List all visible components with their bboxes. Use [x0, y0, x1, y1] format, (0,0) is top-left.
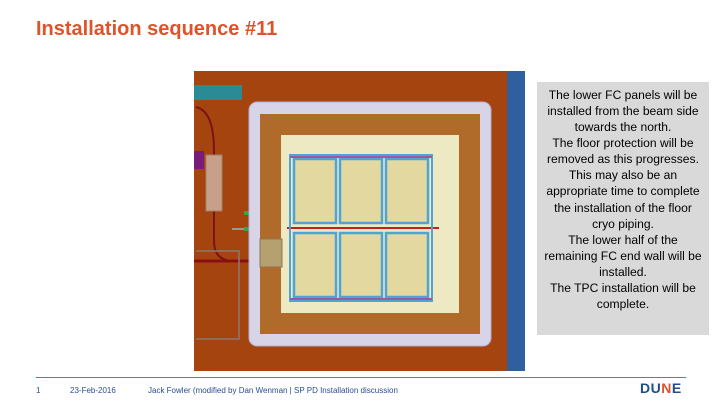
- footer-divider: [36, 377, 686, 378]
- slide-title: Installation sequence #11: [36, 18, 278, 40]
- panel-lower-1: [292, 231, 338, 299]
- marker-2: [244, 227, 249, 231]
- description-paragraph: The lower FC panels will be installed fr…: [547, 88, 699, 135]
- page-number: 1: [36, 386, 41, 395]
- panel-upper-1: [292, 157, 338, 225]
- side-wall: [507, 71, 525, 371]
- frame-outline: [196, 250, 240, 340]
- equipment-bar: [194, 85, 242, 100]
- dune-logo: DUNE: [640, 380, 682, 396]
- description-paragraph: This may also be an appropriate time to …: [546, 168, 700, 231]
- purple-unit: [194, 151, 204, 169]
- beam-window: [259, 238, 283, 268]
- panel-lower-3: [384, 231, 430, 299]
- description-paragraph: The lower half of the remaining FC end w…: [544, 232, 702, 279]
- installation-figure: [194, 71, 525, 371]
- field-cage-outline: [289, 154, 433, 302]
- lower-panel-row: [292, 231, 430, 299]
- marker-1: [244, 211, 249, 215]
- cryostat-top-view: [194, 71, 525, 371]
- upper-panel-row: [292, 157, 430, 225]
- stored-panel: [205, 154, 223, 212]
- description-paragraph: The floor protection will be removed as …: [547, 136, 699, 167]
- description-box: The lower FC panels will be installed fr…: [537, 82, 709, 335]
- footer-credits: Jack Fowler (modified by Dan Wenman | SP…: [148, 386, 398, 395]
- footer-date: 23-Feb-2016: [70, 386, 116, 395]
- description-paragraph: The TPC installation will be complete.: [550, 280, 696, 312]
- panel-lower-2: [338, 231, 384, 299]
- panel-upper-2: [338, 157, 384, 225]
- panel-upper-3: [384, 157, 430, 225]
